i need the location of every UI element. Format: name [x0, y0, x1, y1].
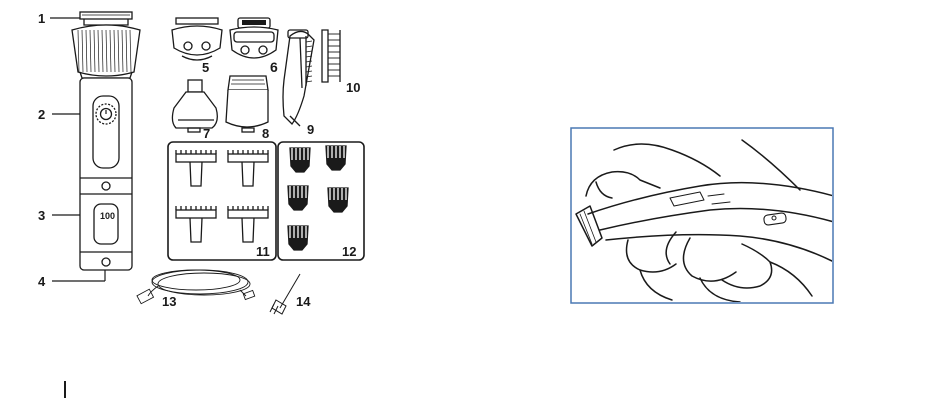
attachment-5-narrow-trimmer: [172, 18, 222, 60]
callout-4: 4: [38, 274, 46, 289]
attachment-12-small-guides: [278, 142, 364, 260]
attachment-9-body-groomer: [283, 30, 314, 126]
trimmer-body: [72, 12, 140, 270]
callout-10: 10: [346, 80, 360, 95]
attachment-10-comb: [322, 30, 340, 82]
callout-13: 13: [162, 294, 176, 309]
callout-8: 8: [262, 126, 269, 141]
callout-5: 5: [202, 60, 209, 75]
attachment-6-shaver-head: [230, 18, 278, 58]
callout-9: 9: [307, 122, 314, 137]
callout-3: 3: [38, 208, 45, 223]
callout-2: 2: [38, 107, 45, 122]
callout-14: 14: [296, 294, 311, 309]
attachment-8-foil-shaver: [226, 76, 268, 132]
callout-1: 1: [38, 11, 45, 26]
callout-6: 6: [270, 59, 278, 75]
callout-11: 11: [256, 244, 270, 259]
callout-7: 7: [203, 126, 210, 141]
usage-illustration: [571, 128, 834, 303]
parts-diagram: 100: [38, 11, 364, 314]
accessory-13-usb-cable: [137, 270, 255, 304]
illustration-frame: [571, 128, 833, 303]
attachment-7-nose-trimmer: [172, 80, 217, 132]
display-readout: 100: [100, 211, 115, 221]
callout-12: 12: [342, 244, 356, 259]
attachment-11-guide-combs: [168, 142, 276, 260]
